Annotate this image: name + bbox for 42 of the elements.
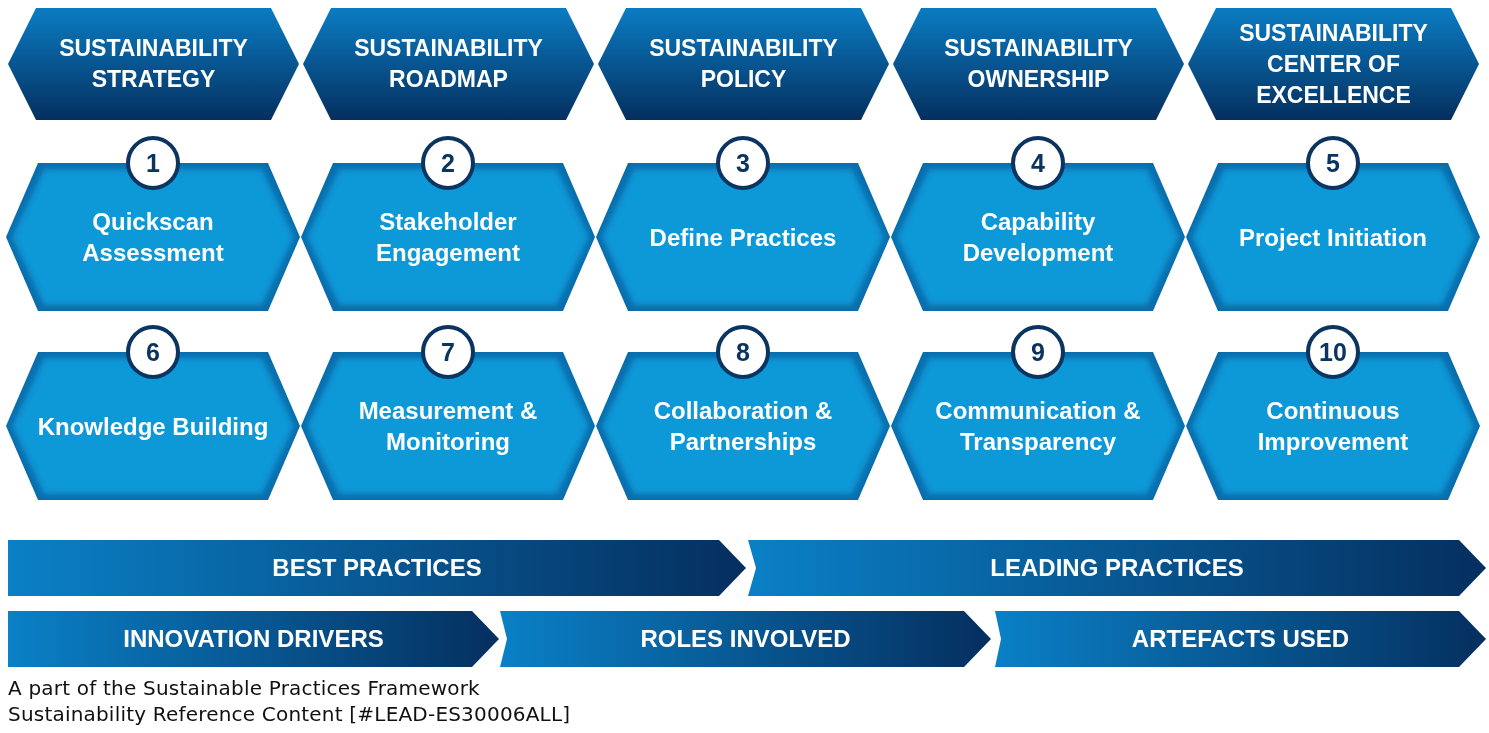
step-number: 3 [716, 136, 770, 190]
step-title: Continuous Improvement [1256, 396, 1410, 457]
step-number: 1 [126, 136, 180, 190]
step-number: 5 [1306, 136, 1360, 190]
banner-label: BEST PRACTICES [272, 554, 482, 582]
header-hexagon [303, 8, 594, 120]
banner-label: LEADING PRACTICES [990, 554, 1244, 582]
step-title: Capability Development [961, 207, 1115, 268]
step-number: 4 [1011, 136, 1065, 190]
step-number: 9 [1011, 325, 1065, 379]
step-title: Communication & Transparency [934, 396, 1142, 457]
banner-label: ROLES INVOLVED [640, 625, 851, 653]
step-number: 6 [126, 325, 180, 379]
arrow-banner [8, 540, 746, 596]
step-number: 7 [421, 325, 475, 379]
step-title: Collaboration & Partnerships [652, 396, 834, 457]
step-title: Measurement & Monitoring [357, 396, 539, 457]
arrow-banner [500, 611, 991, 667]
step-number: 10 [1306, 325, 1360, 379]
header-hexagon [8, 8, 299, 120]
footnote: A part of the Sustainable Practices Framework [8, 676, 480, 700]
step-title: Project Initiation [1239, 222, 1427, 253]
header-hexagon [1188, 8, 1479, 120]
header-hexagon [598, 8, 889, 120]
step-title: Quickscan Assessment [81, 207, 225, 268]
header-title: SUSTAINABILITY ROADMAP [353, 34, 544, 94]
step-title: Define Practices [649, 222, 837, 253]
arrow-banner [8, 611, 499, 667]
banner-label: INNOVATION DRIVERS [123, 625, 384, 653]
step-number: 8 [716, 325, 770, 379]
header-hexagon [893, 8, 1184, 120]
arrow-banner [748, 540, 1486, 596]
header-title: SUSTAINABILITY CENTER OF EXCELLENCE [1238, 18, 1429, 110]
banner-label: ARTEFACTS USED [1131, 625, 1350, 653]
arrow-banner [995, 611, 1486, 667]
footnote: Sustainability Reference Content [#LEAD-ES30006ALL] [8, 702, 571, 726]
step-title: Stakeholder Engagement [375, 207, 521, 268]
step-number: 2 [421, 136, 475, 190]
header-title: SUSTAINABILITY STRATEGY [58, 34, 249, 94]
step-title: Knowledge Building [37, 411, 269, 442]
header-title: SUSTAINABILITY POLICY [648, 34, 839, 94]
header-title: SUSTAINABILITY OWNERSHIP [943, 34, 1134, 94]
